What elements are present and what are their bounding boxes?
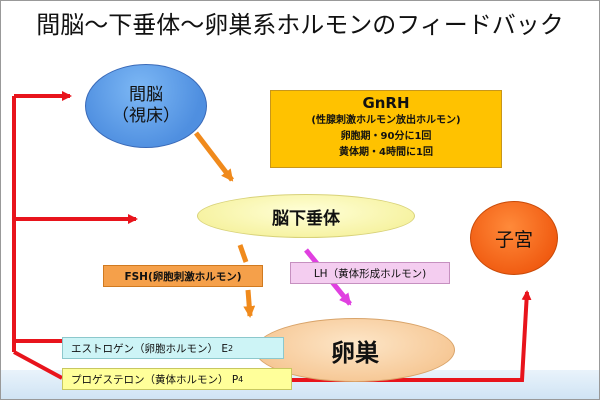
hypothalamus-sublabel: （視床） [112,106,180,126]
page-title: 間脳～下垂体～卵巣系ホルモンのフィードバック [36,11,564,39]
gnrh-title: GnRH [362,94,410,112]
uterus-label: 子宮 [494,228,533,251]
hypothalamus-node: 間脳 （視床） [85,64,207,148]
fsh-label: FSH(卵胞刺激ホルモン) [103,265,263,287]
gnrh-fullname: (性腺刺激ホルモン放出ホルモン) [311,115,461,126]
hypothalamus-label: 間脳 [129,85,163,105]
pituitary-label: 脳下垂体 [272,208,340,229]
arrow-fsh-to-ovary [243,289,256,318]
lh-label: LH（黄体形成ホルモン) [290,262,450,284]
arrow-hypothalamus-to-pituitary [194,131,234,182]
pituitary-node: 脳下垂体 [197,194,415,238]
gnrh-follicular: 卵胞期・90分に1回 [340,131,432,142]
progesterone-subscript: 4 [238,374,244,384]
progesterone-text: プロゲステロン（黄体ホルモン） P [71,373,239,386]
estrogen-subscript: 2 [227,343,234,353]
uterus-node: 子宮 [470,201,558,275]
estrogen-text: エストロゲン（卵胞ホルモン） E [71,342,228,355]
ovary-label: 卵巣 [331,338,379,367]
arrow-pituitary-to-fsh [237,244,249,263]
gnrh-luteal: 黄体期・4時間に1回 [339,147,433,158]
gnrh-box: GnRH (性腺刺激ホルモン放出ホルモン) 卵胞期・90分に1回 黄体期・4時間… [270,90,502,168]
feedback-link-progesterone [13,350,63,380]
